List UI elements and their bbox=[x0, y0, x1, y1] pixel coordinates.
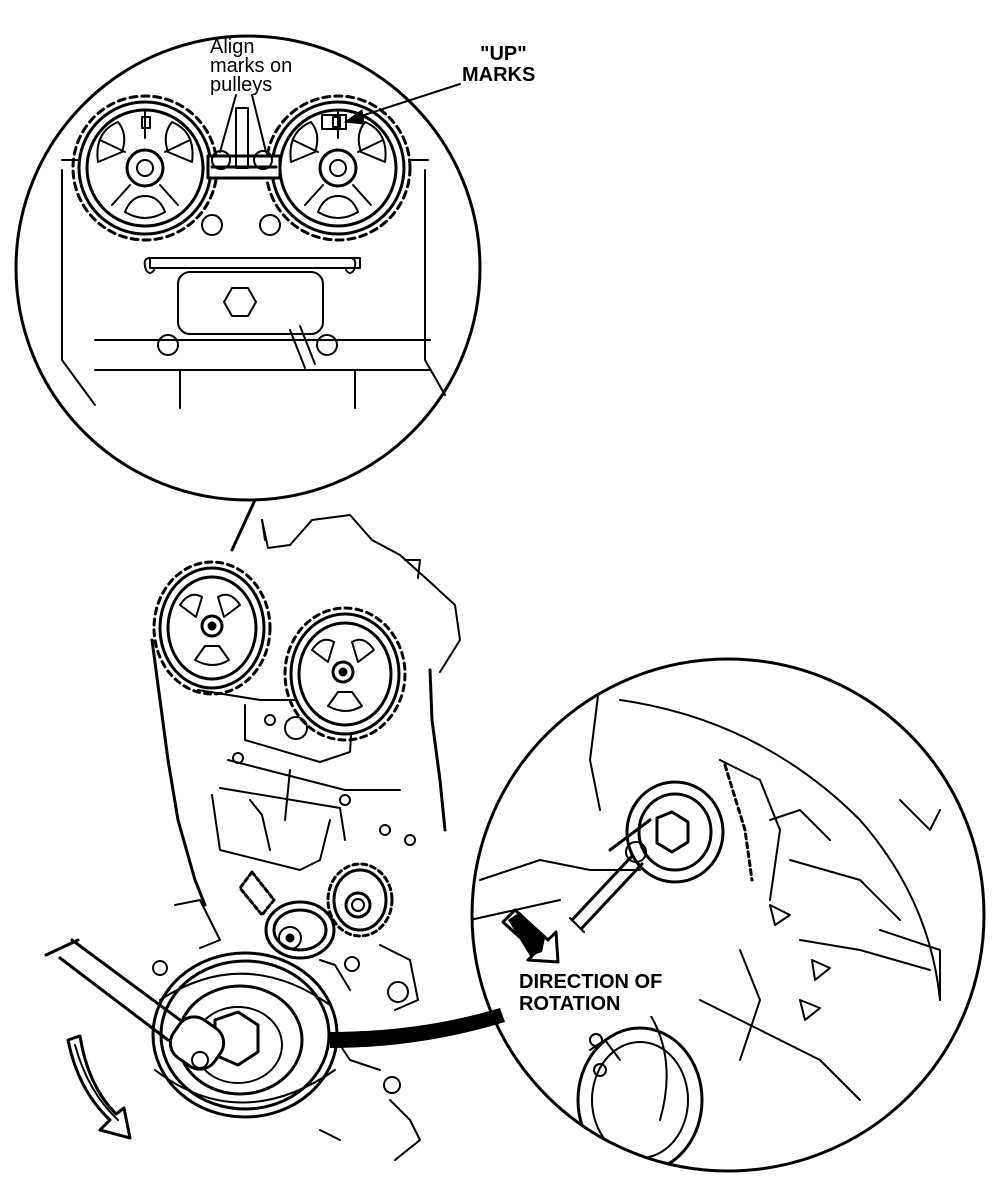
engine-right-cam-sprocket bbox=[283, 606, 407, 742]
tensioner bbox=[264, 900, 336, 960]
align-marks-line2: marks on bbox=[210, 55, 292, 77]
up-marks-line2: MARKS bbox=[462, 64, 535, 86]
direction-line2: ROTATION bbox=[519, 993, 620, 1015]
align-marks-line3: pulleys bbox=[210, 74, 272, 96]
align-marks-line1: Align bbox=[210, 36, 254, 58]
engine-left-cam-sprocket bbox=[152, 560, 272, 696]
idler-gear bbox=[326, 862, 394, 938]
arrow-down-left-icon bbox=[501, 908, 560, 964]
top-detail-view bbox=[14, 34, 482, 552]
right-detail-view bbox=[470, 657, 986, 1173]
right-cam-pulley bbox=[264, 94, 412, 242]
label-direction-of-rotation: DIRECTION OF ROTATION bbox=[515, 966, 687, 1016]
up-marks-line1: "UP" bbox=[480, 43, 527, 65]
left-cam-pulley bbox=[71, 94, 219, 242]
engine-front-view bbox=[44, 514, 505, 1161]
socket-wrench bbox=[44, 938, 226, 1071]
direction-line1: DIRECTION OF bbox=[519, 971, 662, 993]
label-align-marks: Align marks on pulleys bbox=[210, 36, 292, 96]
label-up-marks: "UP" MARKS bbox=[462, 43, 535, 86]
curved-arrow-icon bbox=[66, 1034, 132, 1140]
